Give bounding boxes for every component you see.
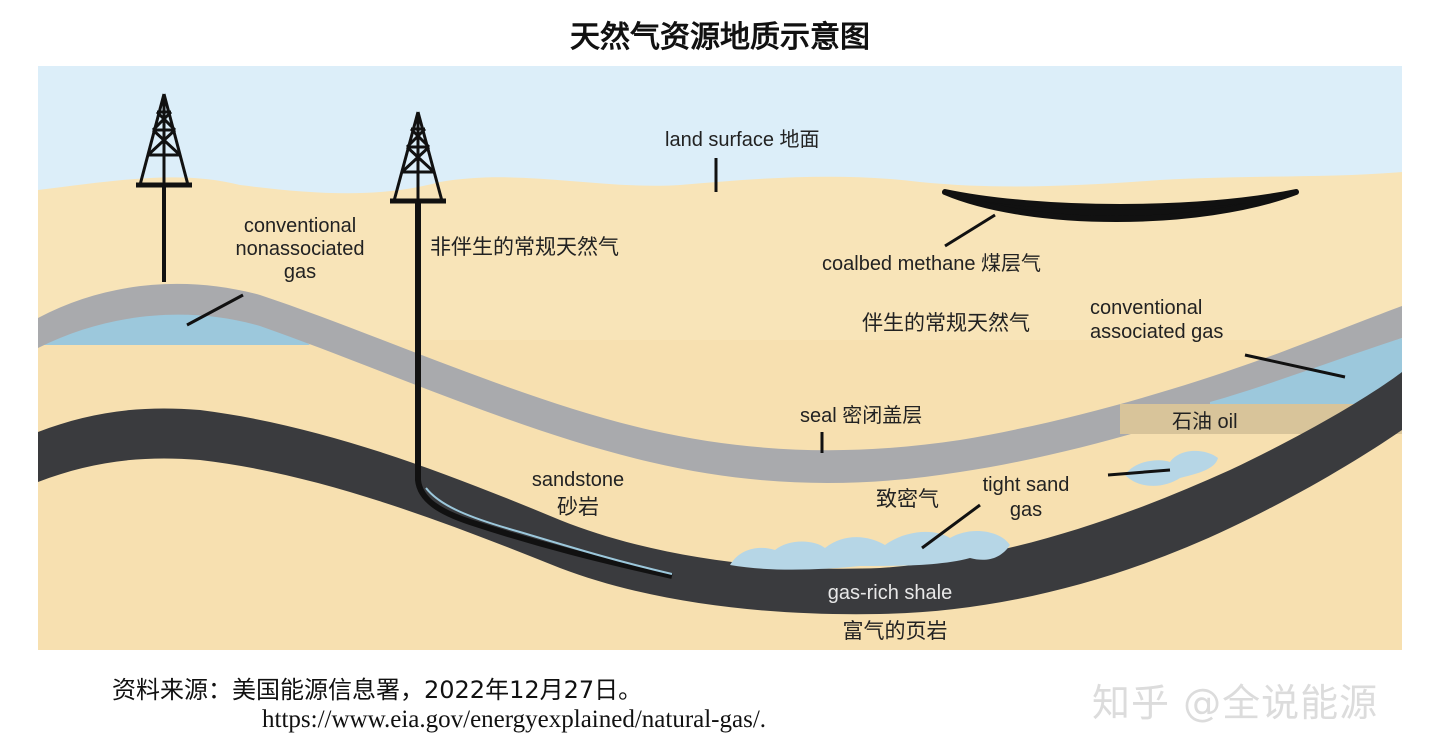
watermark: 知乎 @全说能源	[1092, 681, 1379, 725]
leader-associated-gas	[1244, 353, 1346, 379]
tight-sand-gas-small	[1125, 450, 1218, 486]
label-conventional-associated-2: associated gas	[1090, 321, 1223, 343]
label-tight-sand-cn: 致密气	[876, 487, 939, 511]
label-conventional-associated-1: conventional	[1090, 297, 1202, 319]
label-associated-cn: 伴生的常规天然气	[862, 311, 1030, 335]
seal-layer	[38, 283, 1402, 483]
label-sandstone-cn: 砂岩	[557, 495, 599, 519]
diagram-title: 天然气资源地质示意图	[570, 20, 870, 55]
label-nonassociated-cn: 非伴生的常规天然气	[430, 235, 619, 259]
label-sandstone-en: sandstone	[532, 469, 624, 491]
horizontal-wellbore	[415, 201, 673, 579]
leader-tight-sand-right	[1107, 468, 1171, 477]
label-conventional-nonassociated-1: conventional	[244, 215, 356, 237]
coal-bed	[942, 189, 1299, 222]
geology-diagram: land surface 地面 conventional nonassociat…	[38, 66, 1402, 650]
label-tight-sand-2: gas	[1010, 499, 1042, 521]
source-url: https://www.eia.gov/energyexplained/natu…	[262, 706, 767, 733]
leader-coalbed-methane	[944, 213, 996, 248]
tight-sand-gas	[730, 530, 1010, 570]
derrick-left	[136, 93, 192, 282]
label-tight-sand-1: tight sand	[983, 474, 1070, 496]
label-conventional-nonassociated-3: gas	[284, 261, 316, 283]
label-conventional-nonassociated-2: nonassociated	[236, 238, 365, 260]
leader-tight-sand	[921, 503, 981, 550]
shale-layer	[38, 372, 1402, 615]
leader-nonassociated-gas	[186, 293, 244, 327]
associated-gas-trap	[1210, 338, 1402, 404]
label-oil: 石油 oil	[1172, 410, 1238, 433]
label-gas-rich-shale: gas-rich shale	[828, 582, 953, 604]
label-land-surface: land surface 地面	[665, 128, 820, 151]
label-gas-rich-shale-cn: 富气的页岩	[843, 619, 948, 643]
horizontal-wellbore-highlight	[425, 487, 673, 575]
source-citation: 资料来源：美国能源信息署，2022年12月27日。	[112, 676, 643, 704]
label-coalbed-methane: coalbed methane 煤层气	[822, 252, 1041, 275]
label-seal: seal 密闭盖层	[800, 404, 922, 427]
